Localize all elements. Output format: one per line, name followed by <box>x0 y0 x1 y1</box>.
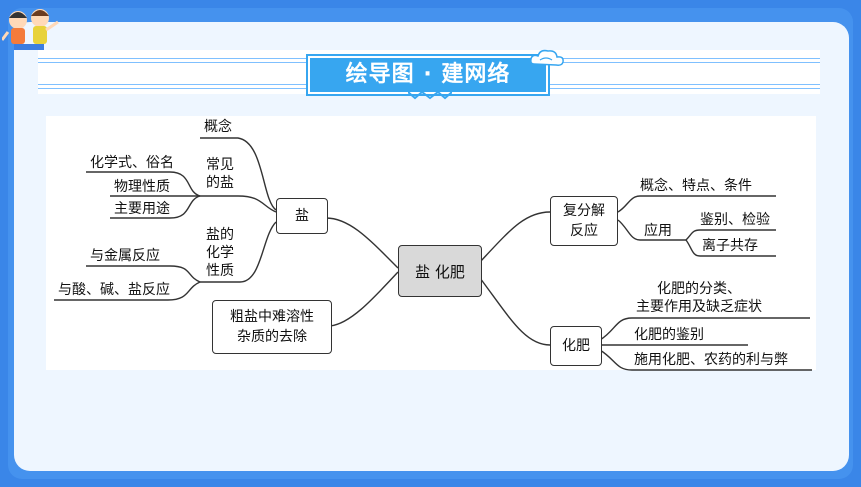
connector-salt-chem <box>200 221 277 283</box>
connector-common-item1 <box>86 171 201 197</box>
salt-concept: 概念 <box>204 119 232 135</box>
double-item-concept: 概念、特点、条件 <box>640 178 752 194</box>
connector-fert-item1 <box>599 317 810 341</box>
connector-fert-item3 <box>599 349 812 371</box>
connector-salt-common <box>200 195 277 213</box>
chem-item-metal: 与金属反应 <box>90 248 160 264</box>
common-salt-label: 常见 的盐 <box>206 157 234 191</box>
connector-apply-item1 <box>685 229 776 241</box>
fert-item-pros-cons: 施用化肥、农药的利与弊 <box>634 352 788 368</box>
connector-double-item1 <box>617 195 776 213</box>
connector-center-salt <box>325 217 399 269</box>
connector-apply-item2 <box>685 239 776 257</box>
chem-item-acid-base-salt: 与酸、碱、盐反应 <box>58 282 170 298</box>
connector-salt-concept <box>200 137 277 211</box>
common-item-uses: 主要用途 <box>114 201 170 217</box>
fertilizer-node: 化肥 <box>550 326 602 366</box>
cloud-icon <box>530 49 564 66</box>
page-title: 绘导图 · 建网络 <box>308 56 548 94</box>
fert-item-classify: 化肥的分类、 主要作用及缺乏症状 <box>636 281 762 315</box>
purify-node: 粗盐中难溶性 杂质的去除 <box>212 300 332 354</box>
connector-center-purify <box>329 271 399 327</box>
common-item-physical: 物理性质 <box>114 179 170 195</box>
connector-double-apply <box>617 219 686 241</box>
connector-center-fert <box>479 277 551 346</box>
salt-node: 盐 <box>276 198 328 234</box>
double-decomposition-node: 复分解 反应 <box>550 196 618 246</box>
common-item-formula: 化学式、俗名 <box>90 155 174 171</box>
connector-common-item3 <box>110 195 201 219</box>
fert-item-identify: 化肥的鉴别 <box>634 327 704 343</box>
zigzag-ornament-icon <box>408 90 452 100</box>
center-node: 盐 化肥 <box>398 245 482 297</box>
apply-item-identify: 鉴别、检验 <box>700 212 770 228</box>
connector-chem-item2 <box>54 281 201 301</box>
chem-props-label: 盐的 化学 性质 <box>206 227 234 279</box>
mascot-icon <box>2 9 59 50</box>
double-apply-label: 应用 <box>644 223 672 239</box>
apply-item-ion: 离子共存 <box>702 238 758 254</box>
connector-chem-item1 <box>86 265 201 283</box>
connector-center-double <box>479 211 551 263</box>
